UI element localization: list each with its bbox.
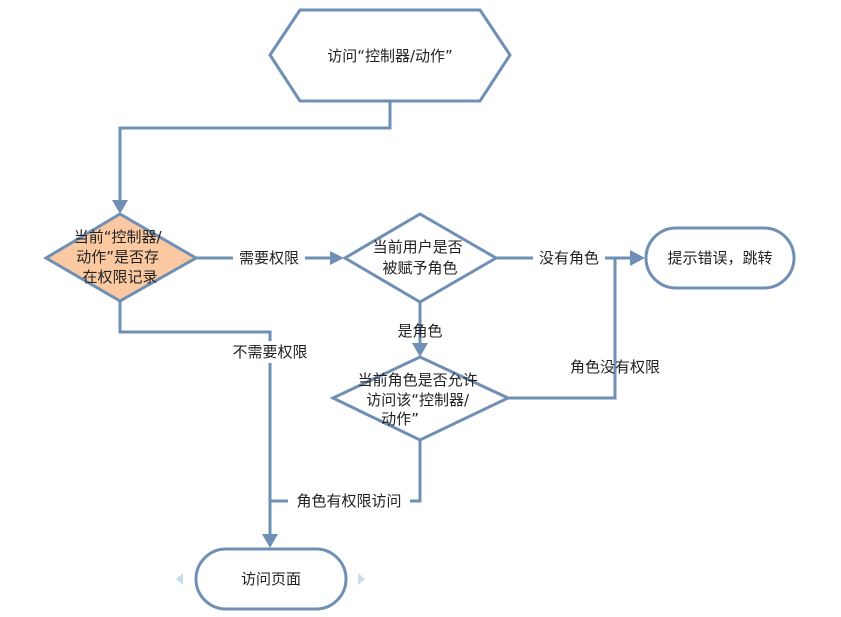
- visit-page-node: [194, 547, 348, 611]
- chevron-left-icon[interactable]: [176, 573, 183, 585]
- permission-record-line: 在权限记录: [82, 268, 157, 286]
- visit-page-text: 访问页面: [241, 570, 301, 588]
- error-redirect-line: 提示错误，跳转: [667, 249, 772, 267]
- permission-record-line: 当前“控制器/: [74, 228, 163, 246]
- role-access-decision: [329, 355, 512, 442]
- arrowhead-error-redirect: [630, 250, 645, 266]
- label-bg-no-permission-needed: [225, 341, 315, 363]
- permission-record-text: 当前“控制器/ 动作”是否存 在权限记录: [74, 228, 167, 286]
- start-node-line: 访问“控制器/动作”: [327, 47, 453, 65]
- start-node-text: 访问“控制器/动作”: [327, 47, 453, 65]
- label-bg-role-has-permission: [288, 489, 410, 511]
- permission-record-decision: [43, 212, 200, 303]
- edge-label-role-no-permission: 角色没有权限: [570, 358, 660, 376]
- arrowhead-check-user-role: [330, 251, 344, 265]
- visit-page-line: 访问页面: [241, 570, 301, 588]
- shapes: [43, 8, 796, 611]
- label-bg-no-role: [533, 247, 605, 269]
- error-redirect-node: [644, 226, 796, 290]
- edge-label-need-permission: 需要权限: [239, 249, 299, 267]
- connector-no-permission-needed: [118, 301, 272, 534]
- start-node: [268, 8, 512, 103]
- connector-start-to-check-permission: [118, 101, 392, 202]
- arrowhead-check-role-access: [412, 343, 428, 357]
- user-role-line: 当前用户是否: [373, 238, 463, 256]
- chevron-right-icon[interactable]: [358, 573, 365, 585]
- permission-record-line: 动作”是否存: [76, 248, 159, 266]
- edge-label-no-role: 没有角色: [539, 249, 599, 267]
- edge-label-has-role: 是角色: [397, 322, 442, 340]
- role-access-line: 访问该“控制器/: [366, 391, 470, 409]
- label-bg-need-permission: [233, 247, 305, 269]
- connector-role-no-permission: [508, 258, 617, 400]
- edge-label-role-has-permission: 角色有权限访问: [296, 492, 401, 510]
- user-role-text: 当前用户是否 被赋予角色: [373, 238, 468, 277]
- role-access-text: 当前角色是否允许 访问该“控制器/ 动作”: [358, 371, 483, 428]
- role-access-line: 动作”: [381, 410, 419, 428]
- user-role-line: 被赋予角色: [382, 259, 457, 277]
- edge-label-backgrounds: [225, 247, 605, 511]
- nav-arrows: [176, 573, 365, 585]
- role-access-line: 当前角色是否允许: [358, 371, 478, 389]
- error-redirect-text: 提示错误，跳转: [667, 249, 772, 267]
- arrowhead-visit-page: [262, 534, 278, 548]
- arrowhead-check-permission: [112, 200, 128, 214]
- user-role-decision: [342, 212, 499, 304]
- node-texts: 访问“控制器/动作” 当前“控制器/ 动作”是否存 在权限记录 当前用户是否 被…: [74, 47, 773, 588]
- connectors: [112, 101, 645, 548]
- edge-label-no-permission-needed: 不需要权限: [232, 343, 307, 361]
- edge-labels: 需要权限 不需要权限 是角色 没有角色 角色没有权限 角色有权限访问: [232, 249, 660, 510]
